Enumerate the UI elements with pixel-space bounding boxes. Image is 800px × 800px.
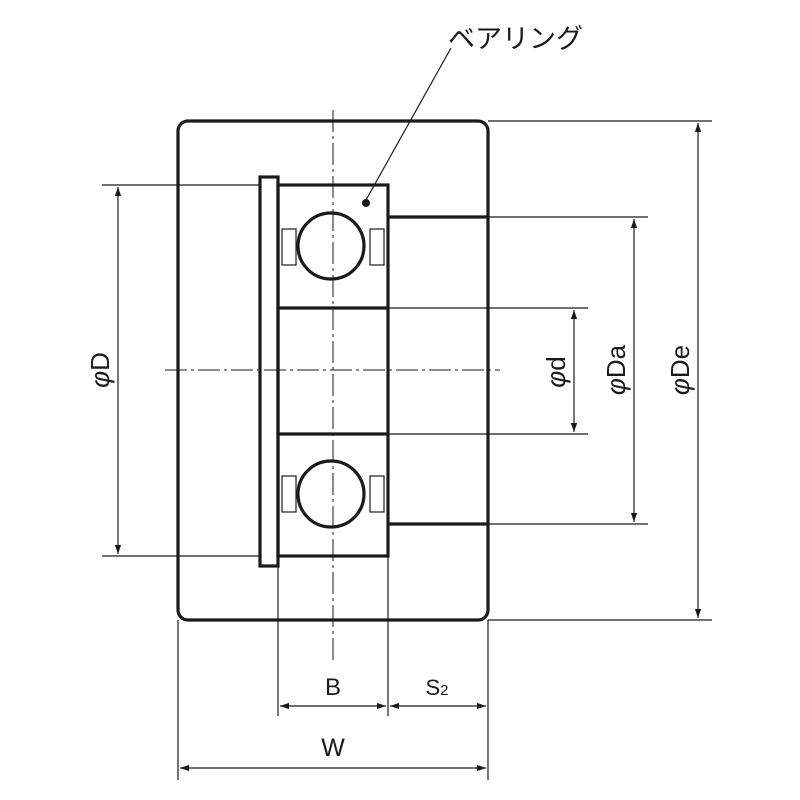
svg-text:φDe: φDe: [665, 345, 695, 395]
dim-text-D: D: [85, 352, 115, 371]
upper-race-right: [369, 228, 385, 266]
dim-text-W: W: [321, 734, 345, 762]
label-S2: S2: [425, 675, 448, 700]
dim-text-S-subscript: 2: [440, 682, 448, 699]
callout-leader-dot: [362, 199, 370, 207]
callout-label-bearing: ベアリング: [448, 24, 583, 55]
diameter-symbol: φ: [541, 371, 571, 388]
diameter-symbol: φ: [665, 378, 695, 395]
dim-text-Da: Da: [601, 344, 631, 378]
dim-text-S: S: [425, 675, 440, 700]
diameter-symbol: φ: [85, 371, 115, 388]
svg-text:φDa: φDa: [601, 344, 631, 395]
upper-ball: [296, 211, 366, 281]
svg-text:φD: φD: [85, 352, 115, 388]
dim-text-d: d: [541, 356, 571, 370]
label-d: φd: [541, 356, 571, 387]
lower-ball: [296, 459, 366, 529]
dim-text-B: B: [325, 674, 341, 701]
callout-leader: [365, 47, 452, 201]
label-D: φD: [85, 352, 115, 388]
retaining-plate: [258, 175, 280, 568]
lower-race-right: [369, 475, 385, 513]
label-De: φDe: [665, 345, 695, 395]
dim-text-De: De: [665, 345, 695, 378]
svg-text:φd: φd: [541, 356, 571, 387]
upper-race-left: [281, 228, 297, 266]
lower-race-left: [281, 475, 297, 513]
label-Da: φDa: [601, 344, 631, 395]
diameter-symbol: φ: [601, 378, 631, 395]
